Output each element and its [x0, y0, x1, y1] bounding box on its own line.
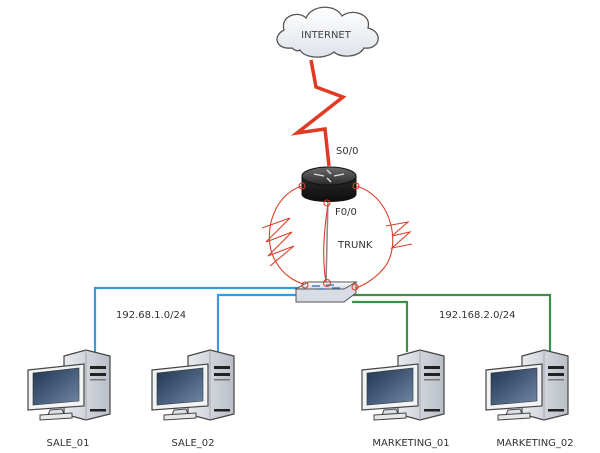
link-sale-02: [216, 293, 300, 352]
cloud-label: INTERNET: [301, 30, 352, 41]
host-marketing-01: [361, 349, 445, 421]
subinterface-annotations: [261, 182, 413, 291]
workstation-icon: [361, 349, 445, 421]
wan-serial-link: [290, 59, 347, 167]
switch: [294, 281, 358, 303]
link-marketing-01: [352, 300, 409, 352]
right-loop-annotation: [355, 185, 394, 289]
link-sale-01: [93, 286, 300, 352]
workstation-icon: [485, 349, 569, 421]
switch-arrows-icon: [312, 284, 340, 290]
fastethernet-interface-label: F0/0: [335, 207, 357, 218]
marketing-subnet-label: 192.168.2.0/24: [439, 310, 516, 321]
left-squiggle: [261, 217, 295, 267]
host-sale-02: [151, 349, 235, 421]
host-marketing-02: [485, 349, 569, 421]
host-sale-01: [27, 349, 111, 421]
host-label-marketing-01: MARKETING_01: [372, 438, 449, 449]
link-marketing-02: [352, 293, 552, 352]
trunk-label: TRUNK: [337, 240, 373, 251]
left-loop-annotation: [268, 185, 305, 285]
workstation-icon: [151, 349, 235, 421]
sales-subnet-label: 192.68.1.0/24: [116, 310, 186, 321]
trunk-loop-annotation: [323, 203, 329, 283]
marketing-network-links: [352, 293, 552, 352]
right-squiggle: [385, 221, 413, 249]
sales-network-links: [93, 286, 300, 352]
trunk-link: [325, 199, 329, 285]
host-label-sale-02: SALE_02: [172, 438, 215, 449]
internet-cloud: INTERNET: [276, 6, 379, 58]
router-arrows-icon: [313, 169, 345, 183]
workstation-icon: [27, 349, 111, 421]
router: [301, 166, 357, 202]
serial-interface-label: S0/0: [336, 146, 358, 157]
host-label-sale-01: SALE_01: [47, 438, 90, 449]
host-label-marketing-02: MARKETING_02: [496, 438, 573, 449]
